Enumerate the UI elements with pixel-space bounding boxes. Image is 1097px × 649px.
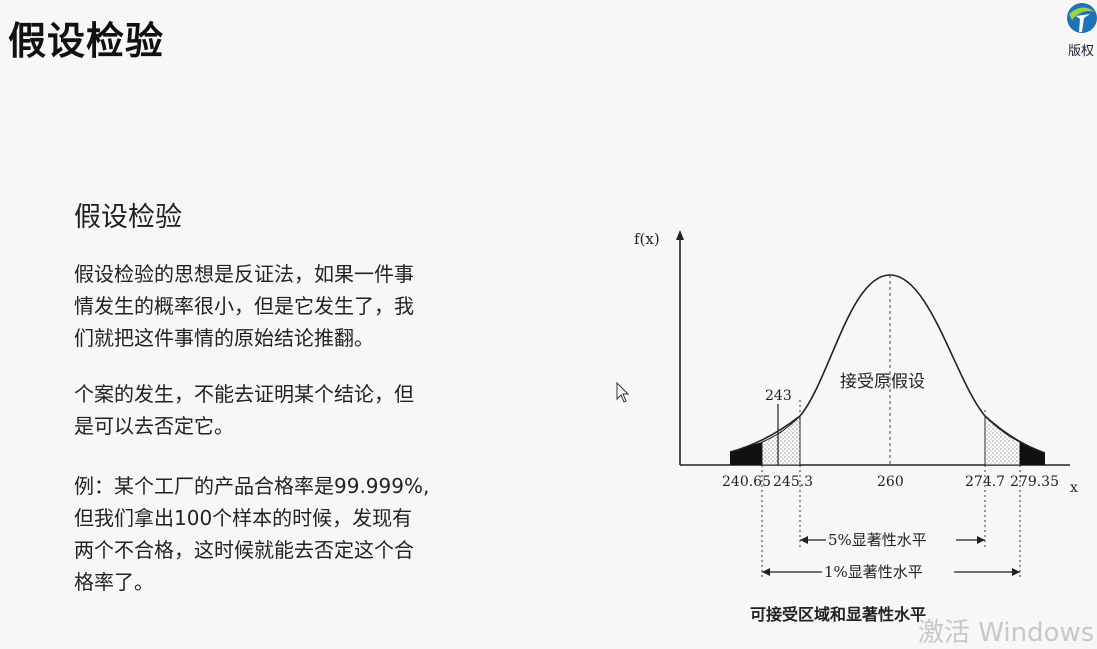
paragraph-line: 两个不合格，这时候就能去否定这个合 [74, 538, 414, 562]
right-tail-1pct [1020, 442, 1045, 465]
right-tail-5pct [984, 414, 1021, 466]
paragraph-line: 格率了。 [74, 570, 154, 594]
paragraph-line: 是可以去否定它。 [74, 414, 234, 438]
diagram-caption: 可接受区域和显著性水平 [750, 605, 926, 624]
mouse-cursor-icon [616, 381, 630, 408]
tick-label: 279.35 [1010, 474, 1059, 490]
paragraph-concept: 假设检验的思想是反证法，如果一件事 情发生的概率很小，但是它发生了，我 们就把这… [74, 258, 514, 354]
paragraph-line: 例：某个工厂的产品合格率是99.999%, [74, 474, 430, 498]
range-1pct-label: 1%显著性水平 [824, 563, 923, 581]
paragraph-line: 们就把这件事情的原始结论推翻。 [74, 326, 374, 350]
range-1pct-arrowhead-left [762, 568, 770, 576]
tick-label: 274.7 [965, 474, 1005, 490]
left-tail-5pct [761, 414, 801, 466]
tick-label: 260 [877, 474, 904, 490]
marker-243-label: 243 [765, 388, 792, 404]
paragraph-case: 个案的发生，不能去证明某个结论，但 是可以去否定它。 [74, 378, 514, 442]
range-5pct-label: 5%显著性水平 [828, 531, 927, 549]
left-tail-1pct [730, 442, 762, 465]
tick-label: 240.65 [722, 474, 771, 490]
y-axis-label: f(x) [634, 230, 660, 248]
section-heading: 假设检验 [74, 202, 182, 233]
y-axis-arrow [676, 230, 684, 240]
range-1pct-arrowhead-right [1012, 568, 1020, 576]
slide-title: 假设检验 [8, 19, 165, 63]
logo-text: 版权 [1068, 44, 1095, 59]
paragraph-line: 但我们拿出100个样本的时候，发现有 [74, 506, 413, 530]
range-5pct-arrowhead-right [977, 536, 985, 544]
paragraph-line: 个案的发生，不能去证明某个结论，但 [74, 382, 414, 406]
tick-label: 245.3 [773, 474, 813, 490]
bell-curve [729, 274, 1046, 454]
paragraph-line: 情发生的概率很小，但是它发生了，我 [74, 294, 414, 318]
center-label: 接受原假设 [840, 372, 925, 392]
paragraph-line: 假设检验的思想是反证法，如果一件事 [74, 262, 414, 286]
paragraph-example: 例：某个工厂的产品合格率是99.999%, 但我们拿出100个样本的时候，发现有… [74, 470, 514, 598]
x-axis-label: x [1070, 480, 1078, 496]
range-5pct-arrowhead-left [800, 536, 808, 544]
logo-icon [1060, 0, 1097, 60]
windows-activation-watermark: 激活 Windows [918, 618, 1095, 648]
normal-distribution-diagram: f(x) x 243 接受原假设 240.65 245.3 260 274.7 … [600, 220, 1097, 637]
